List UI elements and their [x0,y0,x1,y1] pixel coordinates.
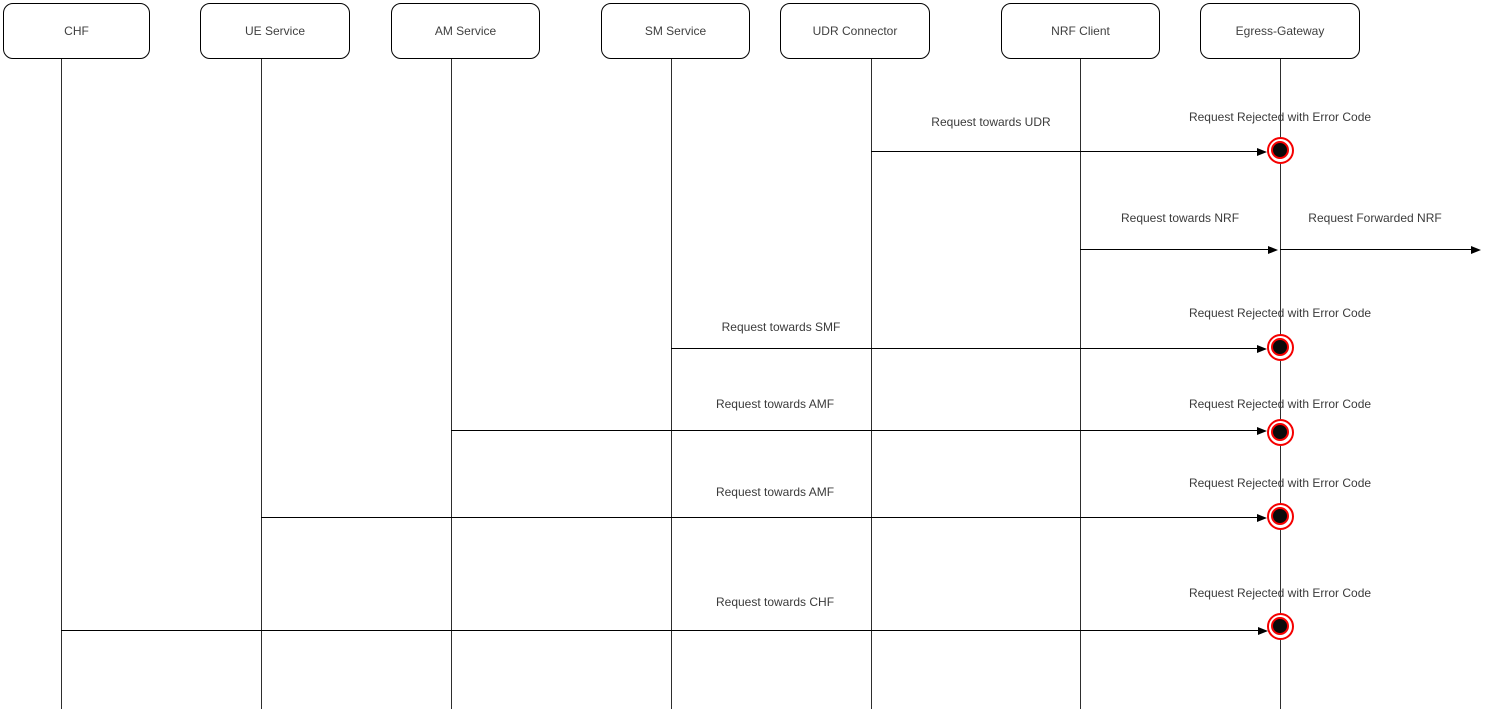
arrowhead-icon-request-towards-amf-am [1257,426,1267,435]
reject-label-request-towards-amf-ue[interactable]: Request Rejected with Error Code [1188,476,1372,490]
lifeline-nrf-client [1080,59,1081,709]
actor-udr-connector[interactable]: UDR Connector [780,3,930,59]
actor-label-ue-service: UE Service [244,24,306,38]
lifeline-ue-service [261,59,262,709]
message-label-request-towards-smf[interactable]: Request towards SMF [721,320,841,334]
actor-egress-gateway[interactable]: Egress-Gateway [1200,3,1360,59]
message-line-request-towards-nrf[interactable] [1080,249,1269,250]
reject-bullet-core-icon-request-towards-amf-ue [1271,507,1289,525]
arrowhead-icon-request-forwarded-nrf [1471,245,1481,254]
message-label-request-towards-chf[interactable]: Request towards CHF [715,595,835,609]
actor-am-service[interactable]: AM Service [391,3,540,59]
message-label-request-towards-amf-am[interactable]: Request towards AMF [715,397,835,411]
arrowhead-icon-request-towards-nrf [1268,245,1278,254]
message-line-request-towards-amf-am[interactable] [451,430,1258,431]
message-line-request-towards-smf[interactable] [671,348,1258,349]
lifeline-am-service [451,59,452,709]
lifeline-sm-service [671,59,672,709]
message-label-request-forwarded-nrf[interactable]: Request Forwarded NRF [1308,211,1442,225]
reject-bullet-icon-request-towards-udr[interactable] [1266,136,1294,164]
arrowhead-icon-request-towards-amf-ue [1257,513,1267,522]
reject-label-request-towards-udr[interactable]: Request Rejected with Error Code [1188,110,1372,124]
actor-label-chf: CHF [64,24,89,38]
actor-sm-service[interactable]: SM Service [601,3,750,59]
lifeline-udr-connector [871,59,872,709]
reject-bullet-icon-request-towards-smf[interactable] [1266,333,1294,361]
reject-bullet-core-icon-request-towards-udr [1271,141,1289,159]
reject-bullet-icon-request-towards-amf-am[interactable] [1266,418,1294,446]
reject-bullet-core-icon-request-towards-smf [1271,338,1289,356]
message-label-request-towards-udr[interactable]: Request towards UDR [931,115,1051,129]
arrowhead-icon-request-towards-chf [1258,626,1268,635]
reject-bullet-icon-request-towards-amf-ue[interactable] [1266,502,1294,530]
reject-bullet-core-icon-request-towards-amf-am [1271,423,1289,441]
message-line-request-forwarded-nrf[interactable] [1280,249,1472,250]
actor-label-nrf-client: NRF Client [1051,24,1110,38]
actor-chf[interactable]: CHF [3,3,150,59]
reject-label-request-towards-smf[interactable]: Request Rejected with Error Code [1188,306,1372,320]
message-line-request-towards-chf[interactable] [61,630,1259,631]
actor-label-am-service: AM Service [434,24,497,38]
actor-label-egress-gateway: Egress-Gateway [1235,24,1325,38]
reject-label-request-towards-amf-am[interactable]: Request Rejected with Error Code [1188,397,1372,411]
message-label-request-towards-nrf[interactable]: Request towards NRF [1120,211,1240,225]
lifeline-egress-gateway [1280,59,1281,709]
message-line-request-towards-amf-ue[interactable] [261,517,1258,518]
actor-ue-service[interactable]: UE Service [200,3,350,59]
actor-nrf-client[interactable]: NRF Client [1001,3,1160,59]
actor-label-sm-service: SM Service [644,24,707,38]
reject-label-request-towards-chf[interactable]: Request Rejected with Error Code [1188,586,1372,600]
message-label-request-towards-amf-ue[interactable]: Request towards AMF [715,485,835,499]
lifeline-chf [61,59,62,709]
message-line-request-towards-udr[interactable] [871,151,1258,152]
actor-label-udr-connector: UDR Connector [812,24,898,38]
reject-bullet-icon-request-towards-chf[interactable] [1266,612,1294,640]
arrowhead-icon-request-towards-smf [1257,344,1267,353]
reject-bullet-core-icon-request-towards-chf [1271,617,1289,635]
arrowhead-icon-request-towards-udr [1257,147,1267,156]
